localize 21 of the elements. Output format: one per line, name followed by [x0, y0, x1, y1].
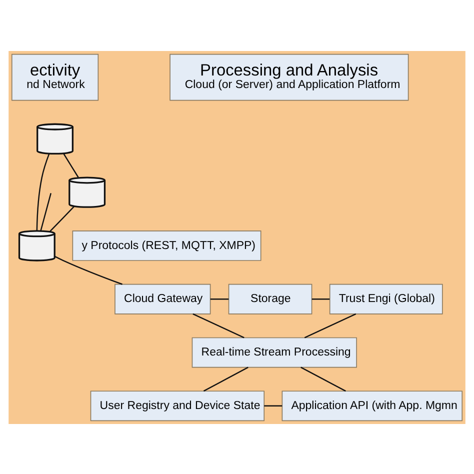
node-box: Storage — [228, 283, 312, 314]
node-box: y Protocols (REST, MQTT, XMPP) — [72, 230, 262, 260]
node-box: Real-time Stream Processing — [192, 336, 357, 368]
connector — [192, 312, 244, 338]
connector — [63, 153, 79, 178]
connector — [210, 298, 229, 300]
node-box: Cloud Gateway — [114, 283, 211, 314]
node-box: Trust Engi (Global) — [329, 283, 443, 314]
node-box: User Registry and Device State — [90, 390, 265, 421]
connector — [40, 192, 52, 231]
connector — [203, 366, 248, 392]
connector — [312, 298, 330, 300]
connector — [54, 255, 122, 284]
node-box: ectivity nd Network — [11, 53, 99, 100]
connector — [300, 366, 346, 392]
connector — [50, 206, 74, 232]
connector — [264, 404, 282, 406]
connector — [304, 312, 356, 338]
connector — [36, 153, 50, 230]
node-box: Application API (with App. Mgmn — [282, 390, 463, 421]
node-box: Processing and Analysis Cloud (or Server) and Application Platform — [170, 53, 409, 100]
